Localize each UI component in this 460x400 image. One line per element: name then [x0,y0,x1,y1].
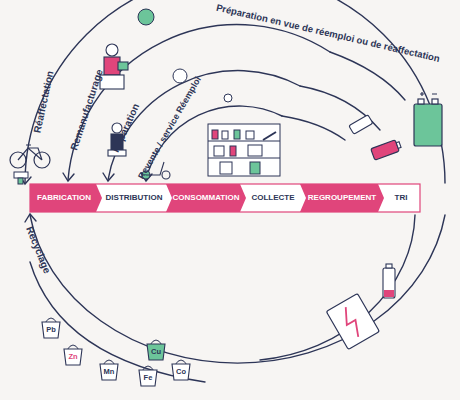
loop-label: Remanufacturage [69,68,105,151]
battery-icon [371,139,402,160]
step-label: REGROUPEMENT [308,194,376,202]
chevron-fill [30,184,102,212]
step-label: CONSOMMATION [173,194,240,202]
element-bucket: Pb [40,316,62,338]
element-bucket: Zn [62,343,84,365]
element-symbol: Co [176,368,186,376]
bucket-body [100,364,118,380]
battery-stick [263,132,276,140]
loop-arc [25,0,445,183]
chevron-fill [166,184,246,212]
arrow-head [25,214,36,222]
step-label: COLLECTE [251,194,294,202]
process-step: TRI [382,184,420,212]
swoosh-line [330,52,405,100]
element-symbol: Cu [151,348,161,356]
bucket-body [147,344,165,360]
target-icon [224,94,232,102]
worker-icon [100,44,128,89]
loop-arc [68,25,330,180]
ball-icon [173,69,187,83]
process-step: COLLECTE [244,184,302,212]
step-label: FABRICATION [37,194,95,202]
chevron-fill [300,184,384,212]
arrow-head [63,173,74,181]
element-bucket: Cu [145,338,167,360]
battery-icon [383,264,395,298]
battery-icon [414,92,442,146]
process-step: FABRICATION [30,184,102,212]
bucket-body [172,364,190,380]
process-step: CONSOMMATION [166,184,246,212]
bucket-body [42,322,60,338]
element-symbol: Pb [46,326,56,334]
bucket-body [64,349,82,365]
loop-label: Revente / service Réemploi [137,75,203,180]
element-symbol: Zn [68,353,77,361]
ball-icon [138,9,154,25]
battery-icon [326,293,379,349]
step-label: DISTRIBUTION [106,194,163,202]
loop-arc [108,71,300,180]
step-label: TRI [395,194,408,202]
element-symbol: Fe [144,374,153,382]
loop-arc [30,215,445,363]
process-step: REGROUPEMENT [300,184,384,212]
process-step: DISTRIBUTION [100,184,168,212]
shop-shelf [208,124,280,176]
element-symbol: Mn [104,368,115,376]
swoosh-line [282,116,345,140]
bucket-body [139,370,157,386]
element-bucket: Mn [98,358,120,380]
element-bucket: Fe [137,364,159,386]
process-band [30,184,420,212]
element-bucket: Co [170,358,192,380]
drill-icon [14,172,28,184]
loop-arc [260,215,415,360]
arrow-head [103,173,114,181]
recycling-path [30,262,205,382]
battery-icon [349,115,373,135]
loop-title: Préparation en vue de réemploi ou de réa… [215,3,440,64]
bike-icon [10,145,50,168]
loop-label: Réaffectation [33,70,56,134]
loop-label: Recyclage [24,225,52,275]
